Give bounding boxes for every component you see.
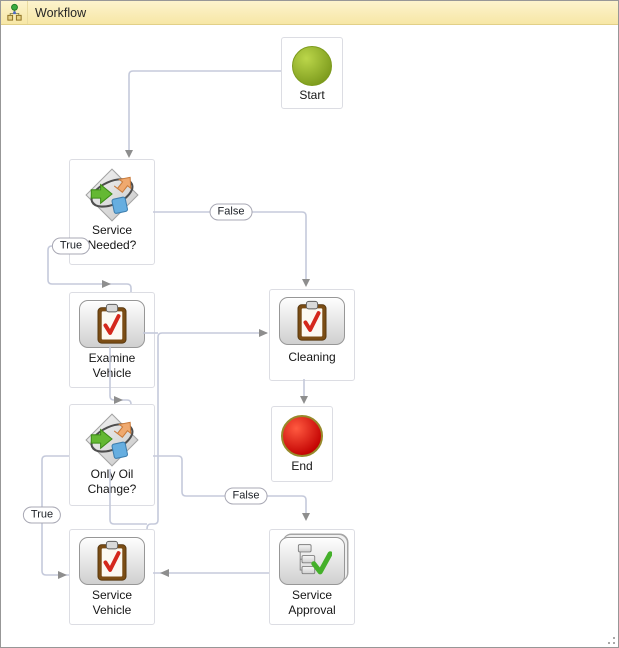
panel-title: Workflow <box>35 5 87 20</box>
node-start[interactable]: Start <box>281 37 343 109</box>
branch-label-false: False <box>224 487 268 505</box>
node-only-oil-change[interactable]: Only Oil Change? <box>69 404 155 506</box>
panel-header: Workflow <box>1 1 618 25</box>
node-label: Only Oil Change? <box>87 467 137 496</box>
node-label: Service Approval <box>288 588 336 617</box>
activity-button <box>279 297 345 345</box>
node-end[interactable]: End <box>271 406 333 482</box>
activity-button <box>79 537 145 585</box>
decision-icon <box>85 168 139 222</box>
node-label: Service Vehicle <box>91 588 132 617</box>
branch-label-true: True <box>51 237 91 255</box>
node-cleaning[interactable]: Cleaning <box>269 289 355 381</box>
resize-grip[interactable] <box>603 632 615 644</box>
node-service-needed[interactable]: Service Needed? <box>69 159 155 265</box>
branch-label-false: False <box>209 203 253 221</box>
node-service-approval[interactable]: Service Approval <box>269 529 355 625</box>
clipboard-check-icon <box>97 303 127 344</box>
node-label: Examine Vehicle <box>88 351 136 380</box>
node-label: End <box>291 459 313 473</box>
approval-flow-check-icon <box>297 544 332 575</box>
node-service-vehicle[interactable]: Service Vehicle <box>69 529 155 625</box>
activity-button <box>279 537 345 585</box>
node-label: Start <box>299 88 325 102</box>
activity-button <box>79 300 145 348</box>
clipboard-check-icon <box>297 300 327 341</box>
branch-label-true: True <box>22 506 62 524</box>
header-icon-cell <box>1 1 28 24</box>
decision-icon <box>85 413 139 467</box>
clipboard-check-icon <box>97 540 127 581</box>
workflow-icon <box>6 3 22 21</box>
node-examine-vehicle[interactable]: Examine Vehicle <box>69 292 155 388</box>
node-label: Cleaning <box>288 350 336 364</box>
end-event-icon <box>281 415 323 457</box>
start-event-icon <box>292 46 332 86</box>
